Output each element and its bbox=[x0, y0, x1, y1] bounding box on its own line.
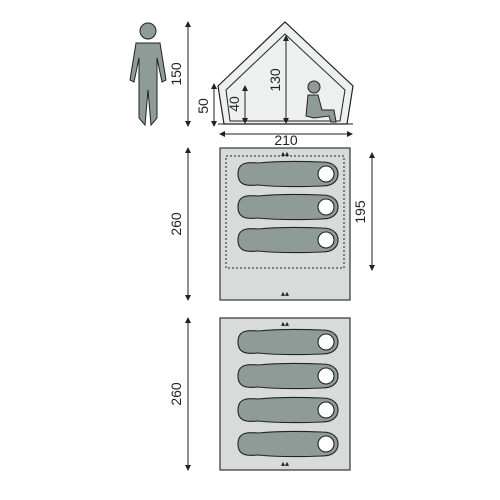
floor-plan-four-person: ▴▴ ▴▴ bbox=[219, 317, 351, 471]
tent-length-dimension-2: 260 bbox=[168, 317, 191, 471]
sleeping-bags-group-1 bbox=[237, 160, 339, 254]
standing-height-dimension: 150 bbox=[168, 21, 191, 127]
sleeping-bag-icon bbox=[237, 226, 339, 254]
peak-height-dimension: 130 bbox=[267, 35, 289, 124]
sleeping-bag-icon bbox=[237, 328, 339, 356]
tent-length-label-1: 260 bbox=[168, 212, 184, 236]
tent-width-dimension: 210 bbox=[219, 131, 353, 148]
wall-height-outer-label: 50 bbox=[195, 98, 211, 114]
sleeping-bag-icon bbox=[237, 362, 339, 390]
sleeping-bag-icon bbox=[237, 193, 339, 221]
sitting-person-icon bbox=[305, 80, 337, 123]
peak-height-label: 130 bbox=[267, 68, 283, 92]
floor-plan-three-person: ▴▴ ▴▴ bbox=[219, 147, 351, 301]
wall-height-inner-dimension: 40 bbox=[226, 85, 248, 124]
wall-height-outer-dimension: 50 bbox=[195, 83, 217, 127]
inner-length-dimension: 195 bbox=[352, 152, 375, 271]
tent-length-label-2: 260 bbox=[168, 382, 184, 406]
tent-width-label: 210 bbox=[274, 132, 298, 148]
sleeping-bags-group-2 bbox=[237, 328, 339, 458]
door-marker-bottom-1: ▴▴ bbox=[281, 289, 289, 298]
tent-length-dimension-1: 260 bbox=[168, 147, 191, 301]
sleeping-bag-icon bbox=[237, 430, 339, 458]
sleeping-bag-icon bbox=[237, 160, 339, 188]
door-marker-top-2: ▴▴ bbox=[281, 319, 289, 328]
standing-height-label: 150 bbox=[168, 62, 184, 86]
inner-length-label: 195 bbox=[352, 200, 368, 224]
door-marker-bottom-2: ▴▴ bbox=[281, 459, 289, 468]
standing-person-icon bbox=[129, 22, 167, 127]
door-marker-top-1: ▴▴ bbox=[281, 149, 289, 158]
sleeping-bag-icon bbox=[237, 396, 339, 424]
wall-height-inner-label: 40 bbox=[226, 96, 242, 112]
